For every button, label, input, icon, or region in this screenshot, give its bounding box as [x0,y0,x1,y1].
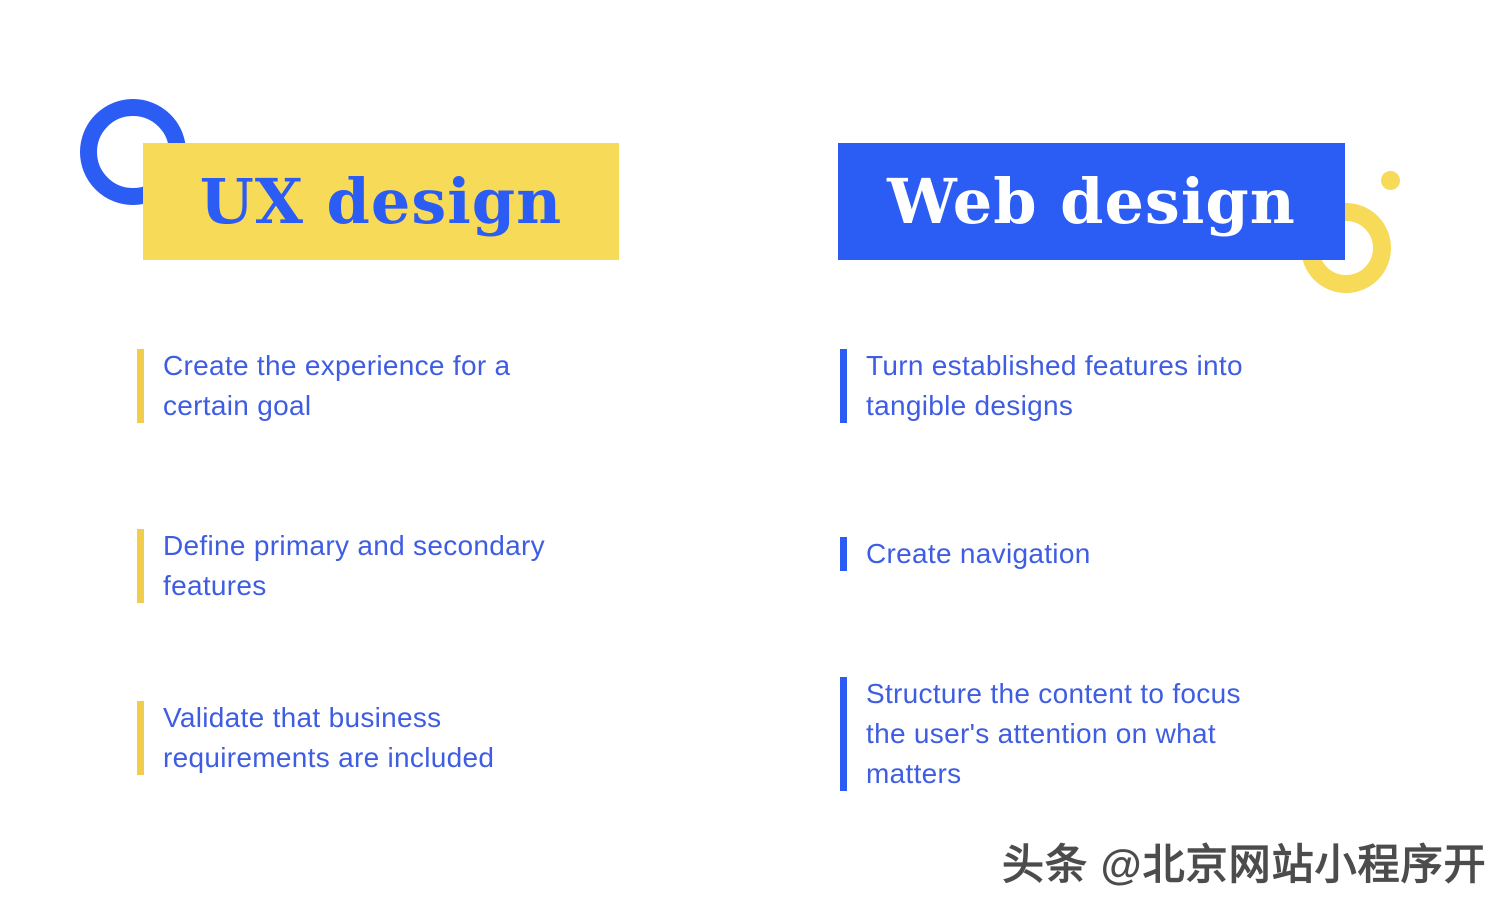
ux-design-title: UX design [199,164,563,238]
list-item-text: Define primary and secondary features [163,530,545,601]
bullet-bar-icon [840,677,847,791]
bullet-bar-icon [840,537,847,571]
bullet-bar-icon [137,701,144,775]
web-design-title: Web design [887,164,1296,238]
web-design-header: Web design [838,143,1345,260]
list-item-text: Structure the content to focus the user'… [866,678,1241,789]
yellow-dot-icon [1381,171,1400,190]
watermark-text: 头条 @北京网站小程序开发 [1002,841,1487,888]
bullet-bar-icon [137,349,144,423]
list-item-ux-1: Create the experience for a certain goal [137,346,510,426]
list-item-text: Turn established features into tangible … [866,350,1243,421]
list-item-web-3: Structure the content to focus the user'… [840,674,1241,794]
ux-design-header: UX design [143,143,619,260]
list-item-web-1: Turn established features into tangible … [840,346,1243,426]
bullet-bar-icon [840,349,847,423]
list-item-text: Create navigation [866,538,1091,569]
bullet-bar-icon [137,529,144,603]
list-item-ux-3: Validate that business requirements are … [137,698,494,778]
list-item-ux-2: Define primary and secondary features [137,526,545,606]
list-item-text: Validate that business requirements are … [163,702,495,773]
list-item-web-2: Create navigation [840,534,1091,574]
list-item-text: Create the experience for a certain goal [163,350,511,421]
